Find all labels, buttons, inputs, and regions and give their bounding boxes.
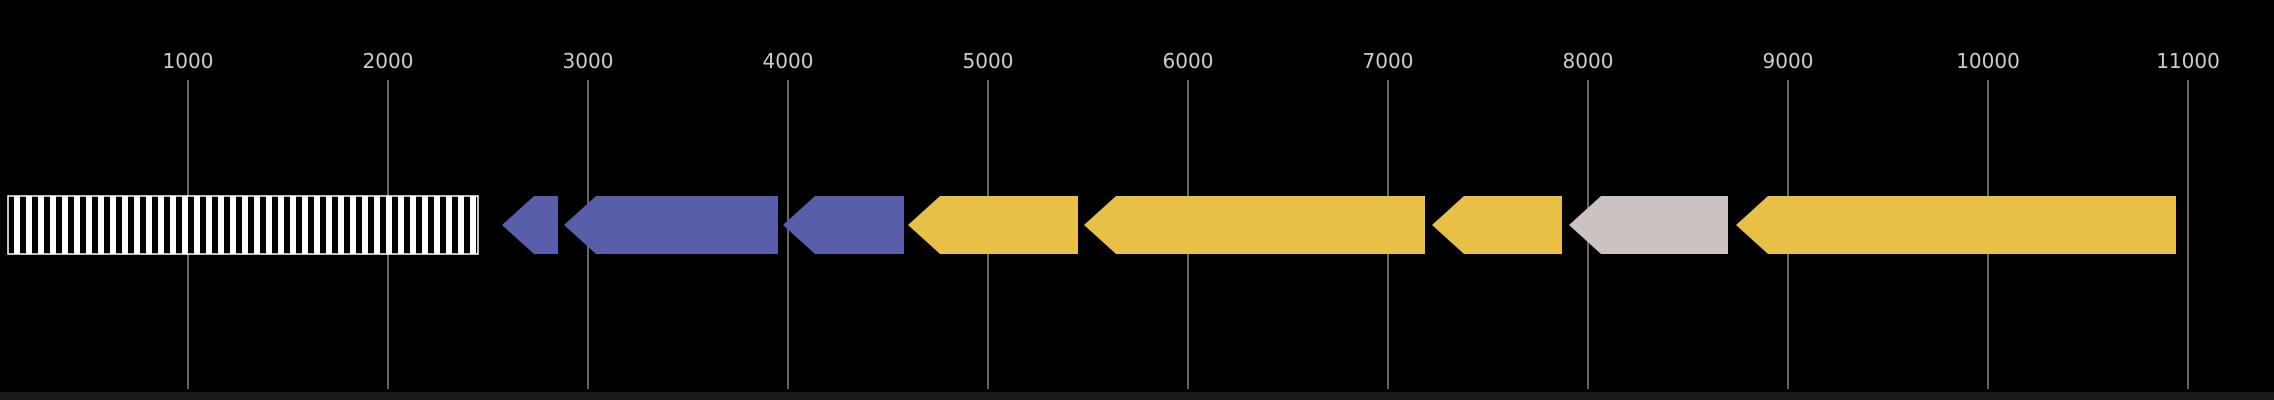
feature-8 xyxy=(1569,196,1728,254)
axis-tick-label-2000: 2000 xyxy=(363,49,414,73)
axis-tick-label-9000: 9000 xyxy=(1763,49,1814,73)
feature-9 xyxy=(1736,196,2176,254)
feature-hatched-region xyxy=(7,195,479,255)
axis-tick-label-10000: 10000 xyxy=(1956,49,2020,73)
feature-5 xyxy=(908,196,1078,254)
feature-7 xyxy=(1432,196,1562,254)
axis-tick-label-5000: 5000 xyxy=(963,49,1014,73)
feature-2 xyxy=(502,196,558,254)
feature-3 xyxy=(564,196,778,254)
axis-tick-label-6000: 6000 xyxy=(1163,49,1214,73)
axis-tick-label-1000: 1000 xyxy=(163,49,214,73)
axis-tick-label-7000: 7000 xyxy=(1363,49,1414,73)
feature-4 xyxy=(783,196,904,254)
axis-tick-label-4000: 4000 xyxy=(763,49,814,73)
axis-tick-label-11000: 11000 xyxy=(2156,49,2220,73)
feature-6 xyxy=(1084,196,1425,254)
bottom-edge-strip xyxy=(0,392,2274,400)
axis-tick-label-8000: 8000 xyxy=(1563,49,1614,73)
axis-tick-label-3000: 3000 xyxy=(563,49,614,73)
